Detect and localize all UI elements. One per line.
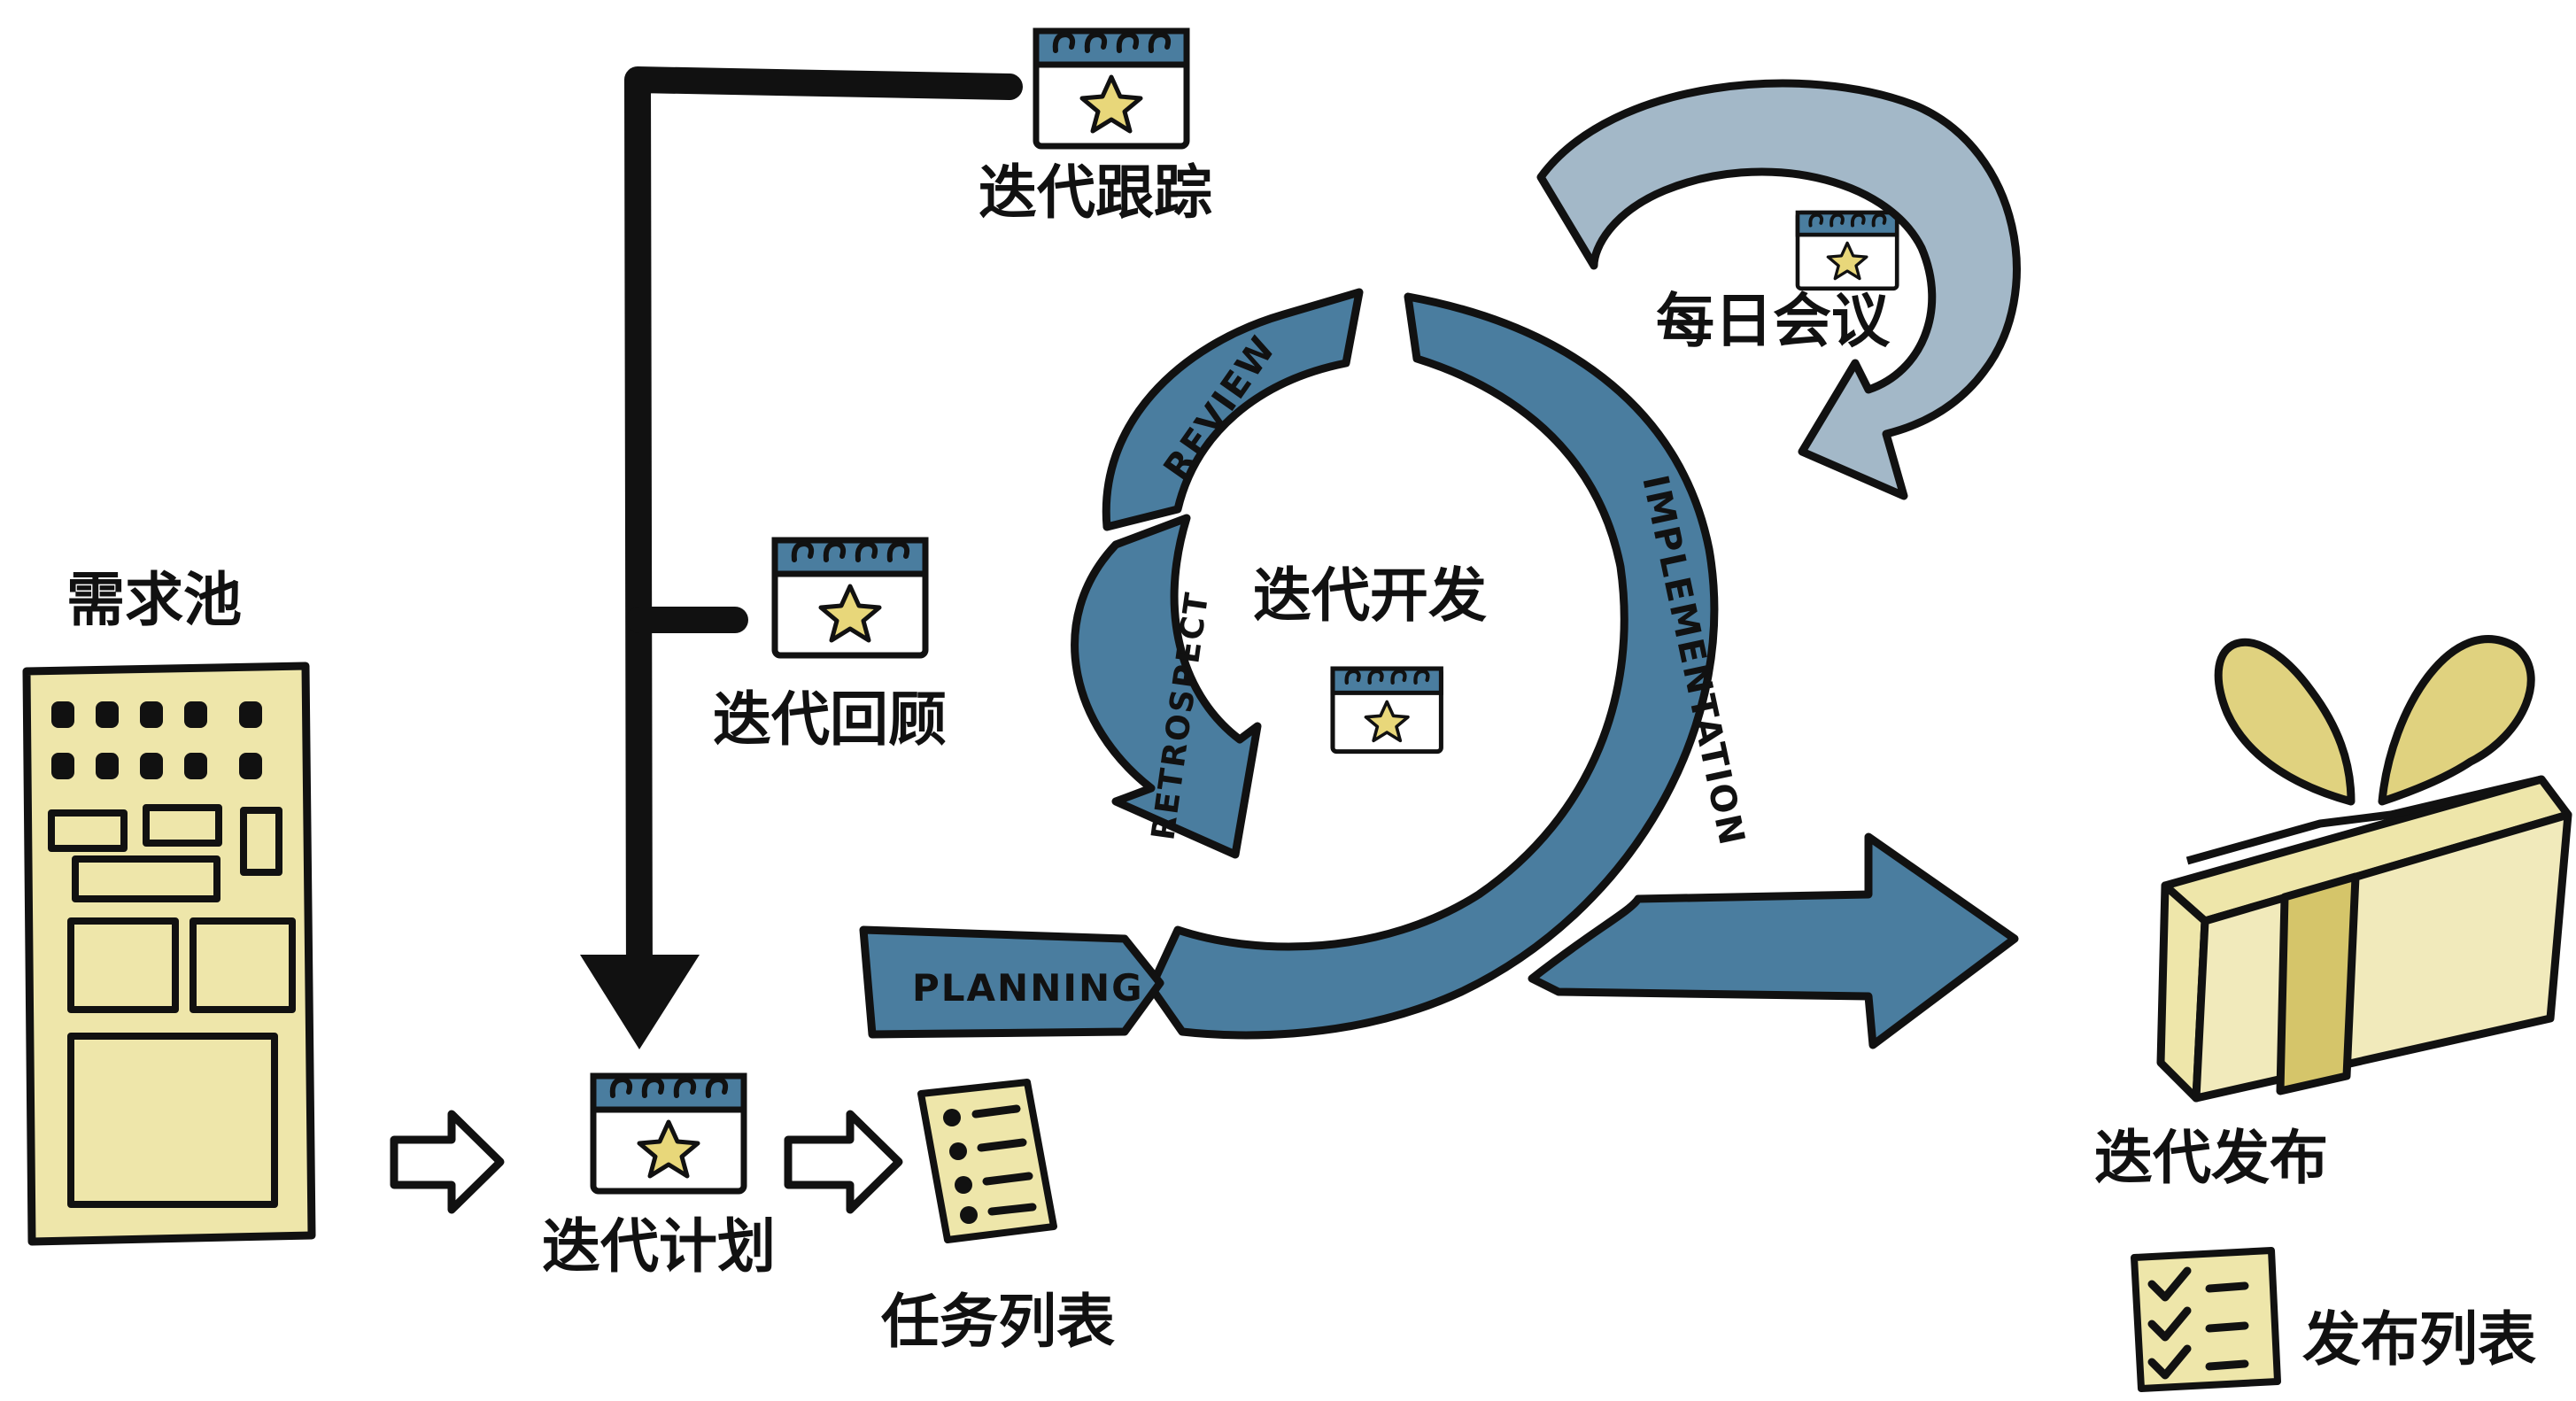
sprint-dev-label: 迭代开发 xyxy=(1253,561,1487,630)
checklist-icon xyxy=(917,1079,1057,1243)
right-arrow-icon xyxy=(784,1110,903,1214)
release-arrow xyxy=(1528,832,2019,1049)
gift-box-icon xyxy=(2156,635,2572,1103)
backlog-label: 需求池 xyxy=(66,566,242,634)
daily-loop-arrow xyxy=(1536,79,2021,500)
task-list-label: 任务列表 xyxy=(881,1288,1115,1356)
backlog-board-icon xyxy=(22,662,316,1246)
planning-segment xyxy=(859,925,1164,1039)
retrospect-segment xyxy=(1071,514,1262,859)
right-arrow-icon xyxy=(390,1110,505,1214)
sprint-release-label: 迭代发布 xyxy=(2094,1124,2328,1192)
calendar-star-icon xyxy=(775,540,925,655)
down-arrow-icon xyxy=(580,955,700,1049)
release-list-label: 发布列表 xyxy=(2302,1305,2536,1374)
daily-meeting-label: 每日会议 xyxy=(1656,287,1891,355)
implementation-segment xyxy=(1147,292,1719,1040)
planning-label: PLANNING xyxy=(912,966,1144,1010)
sprint-planning-label: 迭代计划 xyxy=(542,1212,776,1281)
sprint-tracking-label: 迭代跟踪 xyxy=(979,159,1212,227)
sprint-cycle xyxy=(859,288,2019,1049)
feedback-line xyxy=(624,66,1023,1001)
calendar-star-icon xyxy=(1798,213,1897,289)
calendar-star-icon xyxy=(593,1076,744,1191)
review-segment xyxy=(1102,288,1364,531)
sprint-retro-label: 迭代回顾 xyxy=(713,685,947,754)
calendar-star-icon xyxy=(1036,31,1187,146)
checklist-icon xyxy=(2131,1247,2281,1392)
calendar-star-icon xyxy=(1333,669,1441,752)
